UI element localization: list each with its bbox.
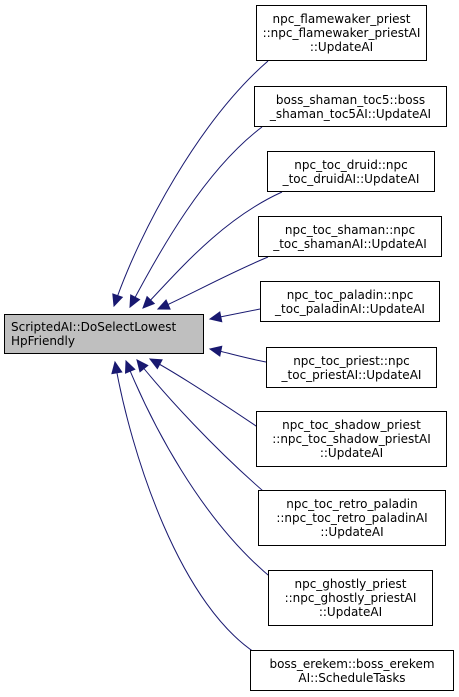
caller-node-toc-paladin[interactable]: npc_toc_paladin::npc _toc_paladinAI::Upd…: [260, 281, 440, 322]
edge-arrowhead-5: [208, 345, 223, 357]
edge-line-7: [136, 359, 271, 498]
edge-line-8: [125, 360, 275, 581]
caller-node-boss-shaman-toc5[interactable]: boss_shaman_toc5::boss _shaman_toc5AI::U…: [254, 86, 447, 127]
caller-node-label: boss_shaman_toc5::boss _shaman_toc5AI::U…: [269, 92, 432, 121]
caller-node-toc-shadow-priest[interactable]: npc_toc_shadow_priest ::npc_toc_shadow_p…: [256, 411, 447, 467]
caller-node-label: npc_ghostly_priest ::npc_ghostly_priestA…: [284, 577, 417, 619]
caller-node-label: npc_flamewaker_priest ::npc_flamewaker_p…: [262, 12, 421, 54]
caller-node-label: npc_toc_retro_paladin ::npc_toc_retro_pa…: [276, 497, 428, 539]
caller-node-label: npc_toc_paladin::npc _toc_paladinAI::Upd…: [275, 287, 425, 316]
caller-node-toc-shaman[interactable]: npc_toc_shaman::npc _toc_shamanAI::Updat…: [258, 216, 442, 257]
edge-arrowhead-0: [112, 293, 124, 308]
edge-arrowhead-9: [111, 360, 123, 375]
edge-line-2: [142, 191, 283, 309]
caller-node-flamewaker-priest[interactable]: npc_flamewaker_priest ::npc_flamewaker_p…: [256, 5, 427, 61]
caller-node-label: npc_toc_druid::npc _toc_druidAI::UpdateA…: [282, 157, 420, 186]
edge-arrowhead-4: [208, 311, 223, 323]
caller-node-ghostly-priest[interactable]: npc_ghostly_priest ::npc_ghostly_priestA…: [268, 570, 433, 626]
edge-arrowhead-6: [148, 358, 163, 370]
caller-node-label: boss_erekem::boss_erekem AI::ScheduleTas…: [269, 656, 435, 685]
edge-arrowhead-3: [156, 299, 171, 310]
root-node-label: ScriptedAI::DoSelectLowest HpFriendly: [11, 320, 177, 348]
edge-line-0: [113, 60, 269, 307]
edge-arrowhead-2: [142, 295, 156, 309]
caller-node-label: npc_toc_shadow_priest ::npc_toc_shadow_p…: [272, 418, 431, 460]
caller-node-boss-erekem[interactable]: boss_erekem::boss_erekem AI::ScheduleTas…: [250, 650, 454, 691]
caller-node-label: npc_toc_priest::npc _toc_priestAI::Updat…: [281, 353, 422, 382]
edge-arrowhead-8: [124, 359, 136, 374]
edge-line-9: [114, 361, 263, 658]
caller-node-toc-priest[interactable]: npc_toc_priest::npc _toc_priestAI::Updat…: [266, 347, 437, 388]
caller-node-toc-druid[interactable]: npc_toc_druid::npc _toc_druidAI::UpdateA…: [267, 151, 435, 192]
edge-arrowhead-7: [136, 359, 149, 373]
edge-arrowhead-1: [129, 294, 141, 309]
edge-line-3: [157, 256, 269, 310]
edge-line-6: [149, 358, 263, 431]
edge-line-1: [129, 126, 263, 308]
caller-node-label: npc_toc_shaman::npc _toc_shamanAI::Updat…: [273, 222, 427, 251]
root-node-doselectlowesthpfriendly[interactable]: ScriptedAI::DoSelectLowest HpFriendly: [4, 314, 204, 354]
caller-node-toc-retro-paladin[interactable]: npc_toc_retro_paladin ::npc_toc_retro_pa…: [258, 490, 446, 546]
